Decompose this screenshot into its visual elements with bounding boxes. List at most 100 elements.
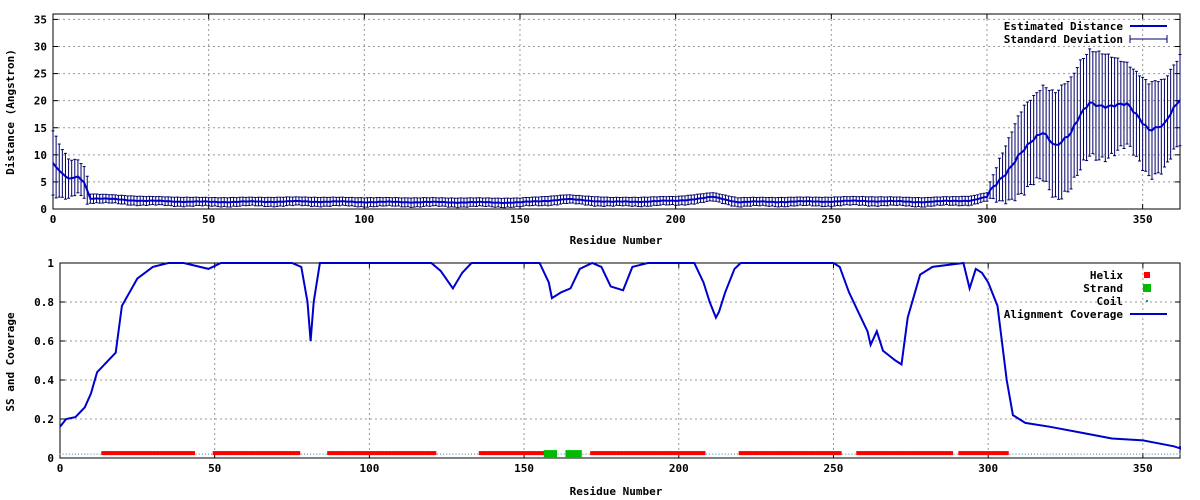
helix-marker — [497, 451, 502, 456]
coil-marker — [1108, 453, 1110, 455]
helix-marker — [608, 451, 613, 456]
helix-marker — [231, 451, 236, 456]
helix-marker — [515, 451, 520, 456]
coil-marker — [68, 453, 70, 455]
coil-marker — [730, 453, 732, 455]
helix-marker — [880, 451, 885, 456]
helix-marker — [382, 451, 387, 456]
helix-marker — [661, 451, 666, 456]
coil-marker — [467, 453, 469, 455]
y-tick-label: 0.4 — [34, 374, 54, 387]
helix-marker — [265, 451, 270, 456]
x-tick-label: 150 — [510, 213, 530, 226]
coil-marker — [727, 453, 729, 455]
helix-marker — [655, 451, 660, 456]
helix-marker — [191, 451, 196, 456]
helix-marker — [936, 451, 941, 456]
coil-marker — [1129, 453, 1131, 455]
helix-marker — [172, 451, 177, 456]
coil-marker — [733, 453, 735, 455]
legend-label-helix: Helix — [1090, 269, 1123, 282]
helix-marker — [345, 451, 350, 456]
coil-marker — [1160, 453, 1162, 455]
helix-marker — [905, 451, 910, 456]
helix-marker — [358, 451, 363, 456]
coil-marker — [1027, 453, 1029, 455]
coil-marker — [1043, 453, 1045, 455]
coil-marker — [319, 453, 321, 455]
coil-marker — [718, 453, 720, 455]
helix-marker — [153, 451, 158, 456]
helix-marker — [639, 451, 644, 456]
strand-marker — [543, 450, 558, 458]
helix-marker — [772, 451, 777, 456]
helix-marker — [531, 451, 536, 456]
coil-marker — [1145, 453, 1147, 455]
helix-marker — [899, 451, 904, 456]
coil-marker — [1105, 453, 1107, 455]
helix-marker — [348, 451, 353, 456]
helix-marker — [908, 451, 913, 456]
helix-marker — [419, 451, 424, 456]
helix-marker — [915, 451, 920, 456]
helix-marker — [596, 451, 601, 456]
coil-marker — [1120, 453, 1122, 455]
coil-marker — [316, 453, 318, 455]
helix-marker — [138, 451, 143, 456]
helix-marker — [893, 451, 898, 456]
helix-marker — [642, 451, 647, 456]
legend-swatch-strand — [1143, 284, 1151, 292]
coil-marker — [1164, 453, 1166, 455]
helix-marker — [673, 451, 678, 456]
helix-marker — [803, 451, 808, 456]
coil-marker — [307, 453, 309, 455]
helix-marker — [871, 451, 876, 456]
helix-marker — [630, 451, 635, 456]
helix-marker — [738, 451, 743, 456]
helix-marker — [986, 451, 991, 456]
helix-marker — [989, 451, 994, 456]
coil-marker — [71, 453, 73, 455]
x-tick-label: 100 — [354, 213, 374, 226]
helix-marker — [147, 451, 152, 456]
helix-marker — [339, 451, 344, 456]
helix-marker — [534, 451, 539, 456]
coil-marker — [84, 453, 86, 455]
coil-marker — [458, 453, 460, 455]
coil-marker — [62, 453, 64, 455]
coil-marker — [1148, 453, 1150, 455]
helix-marker — [887, 451, 892, 456]
coil-marker — [195, 453, 197, 455]
helix-marker — [129, 451, 134, 456]
coil-marker — [1049, 453, 1051, 455]
helix-marker — [679, 451, 684, 456]
coil-marker — [1068, 453, 1070, 455]
helix-marker — [240, 451, 245, 456]
helix-marker — [506, 451, 511, 456]
helix-marker — [228, 451, 233, 456]
helix-marker — [686, 451, 691, 456]
helix-marker — [825, 451, 830, 456]
helix-marker — [942, 451, 947, 456]
helix-marker — [930, 451, 935, 456]
coil-marker — [1117, 453, 1119, 455]
coil-marker — [1176, 453, 1178, 455]
helix-marker — [110, 451, 115, 456]
y-tick-label: 15 — [34, 122, 47, 135]
coil-marker — [303, 453, 305, 455]
coil-marker — [724, 453, 726, 455]
helix-marker — [212, 451, 217, 456]
helix-marker — [819, 451, 824, 456]
helix-marker — [751, 451, 756, 456]
coil-marker — [1012, 453, 1014, 455]
helix-marker — [160, 451, 165, 456]
helix-marker — [769, 451, 774, 456]
coil-marker — [74, 453, 76, 455]
helix-marker — [658, 451, 663, 456]
helix-marker — [760, 451, 765, 456]
coil-marker — [1021, 453, 1023, 455]
helix-marker — [911, 451, 916, 456]
helix-marker — [426, 451, 431, 456]
helix-marker — [958, 451, 963, 456]
coil-marker — [1136, 453, 1138, 455]
